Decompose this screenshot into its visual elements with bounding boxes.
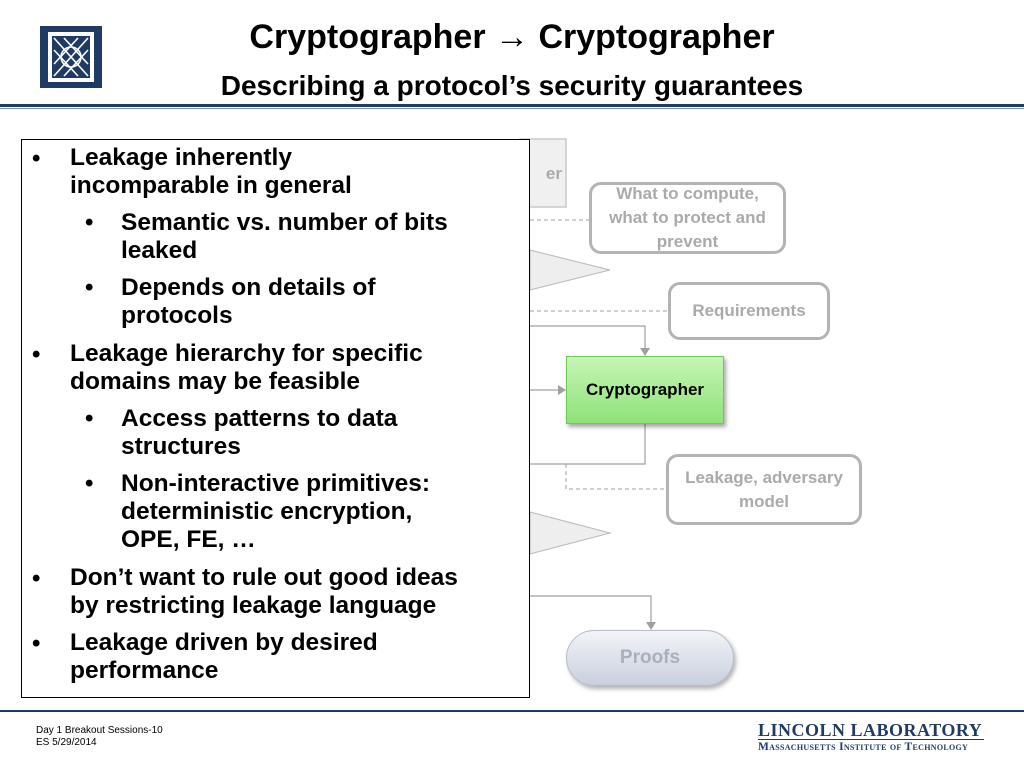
partial-box-label: er: [545, 164, 562, 183]
bullet-2-line1: Semantic vs. number of bits: [121, 209, 448, 236]
bullet-marker: •: [85, 274, 94, 301]
org-name: LINCOLN LABORATORY: [758, 720, 983, 740]
bullet-8-line1: Leakage driven by desired: [70, 629, 378, 656]
bullet-panel: [21, 139, 530, 698]
org-rule: [758, 739, 984, 740]
what-to-compute-box: What to compute, what to protect and pre…: [589, 182, 786, 254]
arrow-shape-2: [529, 511, 612, 555]
bullet-3-line2: protocols: [121, 302, 233, 329]
bullet-7-line2: by restricting leakage language: [70, 592, 437, 619]
arrowhead-cryptographer-top: [640, 348, 650, 356]
bullet-6-line2: deterministic encryption,: [121, 498, 413, 525]
bullet-1-line1: Leakage inherently: [70, 144, 292, 171]
bullet-marker: •: [85, 209, 94, 236]
proofs-box: Proofs: [566, 630, 734, 686]
dashed-connector-leakage: [565, 464, 666, 490]
header-rule-thin: [0, 108, 1024, 109]
bullet-4-line2: domains may be feasible: [70, 368, 361, 395]
arrowhead-proofs: [646, 622, 656, 630]
leakage-box: Leakage, adversary model: [666, 454, 862, 525]
bullet-4-line1: Leakage hierarchy for specific: [70, 340, 423, 367]
slide-title: Cryptographer → Cryptographer: [249, 18, 775, 56]
arrowhead-cryptographer-left: [558, 385, 566, 395]
bullet-1-line2: incomparable in general: [70, 172, 352, 199]
bullet-marker: •: [32, 630, 41, 657]
footer-session: Day 1 Breakout Sessions-10: [36, 725, 163, 736]
bullet-5-line1: Access patterns to data: [121, 405, 398, 432]
bullet-2-line2: leaked: [121, 237, 198, 264]
connector-to-proofs: [530, 595, 652, 624]
arrow-shape-1: [529, 249, 611, 291]
lincoln-lab-logo-icon: [40, 26, 102, 88]
footer-date: ES 5/29/2014: [36, 737, 97, 748]
requirements-box: Requirements: [668, 282, 830, 340]
bullet-marker: •: [85, 405, 94, 432]
bullet-6-line1: Non-interactive primitives:: [121, 470, 431, 497]
bullet-marker: •: [85, 470, 94, 497]
bullet-6-line3: OPE, FE, …: [121, 526, 256, 553]
bullet-marker: •: [32, 145, 41, 172]
header-rule: [0, 104, 1024, 107]
org-subtitle: Massachusetts Institute of Technology: [758, 741, 969, 753]
slide-subtitle: Describing a protocol’s security guarant…: [220, 70, 804, 101]
bullet-8-line2: performance: [70, 657, 219, 684]
connector-to-cryptographer-top: [530, 325, 646, 350]
bullet-marker: •: [32, 341, 41, 368]
connector-from-cryptographer: [530, 424, 646, 465]
footer-rule: [0, 710, 1024, 712]
bullet-5-line2: structures: [121, 433, 241, 460]
cryptographer-box: Cryptographer: [566, 356, 724, 424]
bullet-7-line1: Don’t want to rule out good ideas: [70, 564, 458, 591]
bullet-3-line1: Depends on details of: [121, 274, 376, 301]
bullet-marker: •: [32, 565, 41, 592]
